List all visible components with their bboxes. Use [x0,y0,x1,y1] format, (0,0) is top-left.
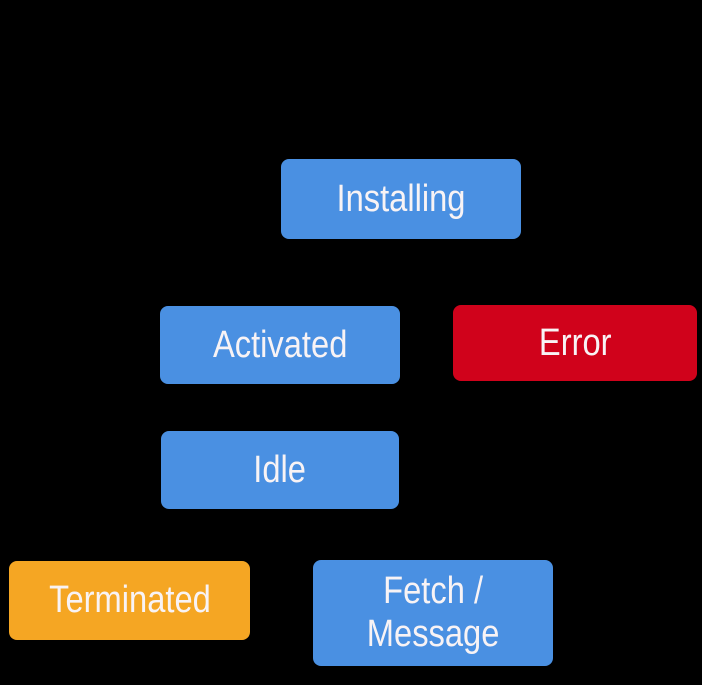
arrowhead-icon [570,292,580,305]
state-box-idle: Idle [161,431,399,509]
state-label-fetch-message: Fetch / Message [366,570,500,655]
arrowhead-icon [124,548,134,561]
state-label-activated: Activated [212,323,348,366]
state-label-error: Error [538,321,612,364]
arrowhead-icon [275,293,285,306]
edge-idle-to-terminated [128,511,278,558]
state-box-terminated: Terminated [9,561,250,640]
edge-idle-to-fetch-message [276,511,434,557]
state-label-idle: Idle [253,448,307,491]
edge-installing-to-activated [279,241,402,303]
state-box-error: Error [453,305,697,381]
arrowhead-icon [396,146,406,159]
arrowhead-icon [428,547,438,560]
state-box-installing: Installing [281,159,521,239]
state-box-fetch-message: Fetch / Message [313,560,553,666]
arrowhead-icon [275,418,285,431]
edge-installing-to-error [521,196,576,302]
state-box-activated: Activated [160,306,400,384]
state-label-installing: Installing [336,177,466,220]
state-label-terminated: Terminated [48,579,211,622]
